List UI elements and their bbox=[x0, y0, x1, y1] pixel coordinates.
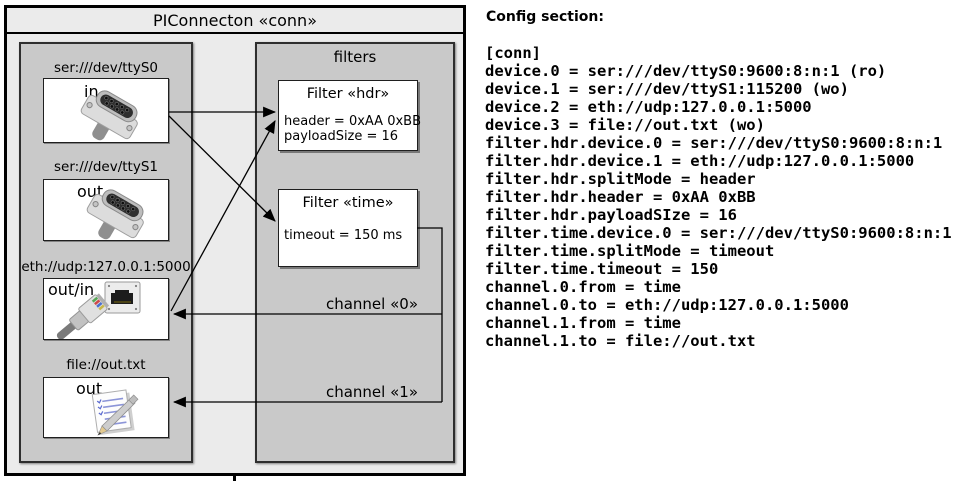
serial-connector-icon bbox=[76, 186, 158, 244]
serial-connector-icon bbox=[70, 87, 152, 145]
filter-hdr-title: Filter «hdr» bbox=[306, 86, 390, 102]
device-label-file: file://out.txt bbox=[66, 357, 146, 373]
config-line: channel.0.to = eth://udp:127.0.0.1:5000 bbox=[485, 296, 849, 314]
config-line: device.3 = file://out.txt (wo) bbox=[485, 116, 765, 134]
config-line: device.0 = ser:///dev/ttyS0:9600:8:n:1 (… bbox=[485, 62, 887, 80]
notes-file-icon bbox=[89, 387, 145, 441]
border-tick bbox=[233, 473, 236, 481]
config-line: filter.hdr.header = 0xAA 0xBB bbox=[485, 188, 756, 206]
config-section-title: Config section: bbox=[486, 9, 604, 25]
port-label: in bbox=[84, 82, 99, 101]
filter-hdr-attr-payloadsize: payloadSize = 16 bbox=[284, 129, 399, 144]
filter-time-title: Filter «time» bbox=[302, 195, 394, 211]
device-label-ttyS0: ser:///dev/ttyS0 bbox=[54, 60, 158, 76]
channel-1-label: channel «1» bbox=[325, 383, 418, 401]
config-line: filter.hdr.payloadSIze = 16 bbox=[485, 206, 737, 224]
filter-time-box: Filter «time» timeout = 150 ms bbox=[278, 189, 418, 267]
port-label: out/in bbox=[48, 280, 95, 299]
config-line: filter.time.splitMode = timeout bbox=[485, 242, 775, 260]
config-line: [conn] bbox=[485, 44, 541, 62]
config-line: device.1 = ser:///dev/ttyS1:115200 (wo) bbox=[485, 80, 849, 98]
filter-hdr-attr-header: header = 0xAA 0xBB bbox=[284, 114, 422, 129]
channel-0-label: channel «0» bbox=[325, 295, 418, 313]
piconnector-diagram: PIConnecton «conn» filters ser:///dev/tt… bbox=[0, 0, 470, 484]
config-line: filter.hdr.device.0 = ser:///dev/ttyS0:9… bbox=[485, 134, 943, 152]
config-line: filter.hdr.device.1 = eth://udp:127.0.0.… bbox=[485, 152, 915, 170]
device-box-eth: out/in bbox=[43, 278, 169, 340]
device-label-eth: eth://udp:127.0.0.1:5000 bbox=[21, 259, 191, 275]
config-line: device.2 = eth://udp:127.0.0.1:5000 bbox=[485, 98, 812, 116]
device-box-file: out bbox=[43, 377, 169, 438]
ethernet-connector-icon bbox=[44, 279, 170, 343]
config-line: filter.time.timeout = 150 bbox=[485, 260, 719, 278]
config-line: channel.1.from = time bbox=[485, 314, 681, 332]
filters-group-title: filters bbox=[333, 48, 377, 66]
filter-hdr-box: Filter «hdr» header = 0xAA 0xBB payloadS… bbox=[278, 80, 422, 151]
config-lines: [conn]device.0 = ser:///dev/ttyS0:9600:8… bbox=[485, 44, 952, 350]
config-line: channel.1.to = file://out.txt bbox=[485, 332, 756, 350]
config-line: filter.hdr.splitMode = header bbox=[485, 170, 756, 188]
config-line: filter.time.device.0 = ser:///dev/ttyS0:… bbox=[485, 224, 952, 242]
filter-time-attr-timeout: timeout = 150 ms bbox=[284, 228, 403, 243]
config-line: channel.0.from = time bbox=[485, 278, 681, 296]
port-label: out bbox=[76, 379, 103, 398]
device-box-ttyS1: out bbox=[43, 179, 169, 241]
device-box-ttyS0: in bbox=[43, 78, 169, 143]
device-label-ttyS1: ser:///dev/ttyS1 bbox=[54, 159, 158, 175]
diagram-title: PIConnecton «conn» bbox=[7, 8, 463, 34]
